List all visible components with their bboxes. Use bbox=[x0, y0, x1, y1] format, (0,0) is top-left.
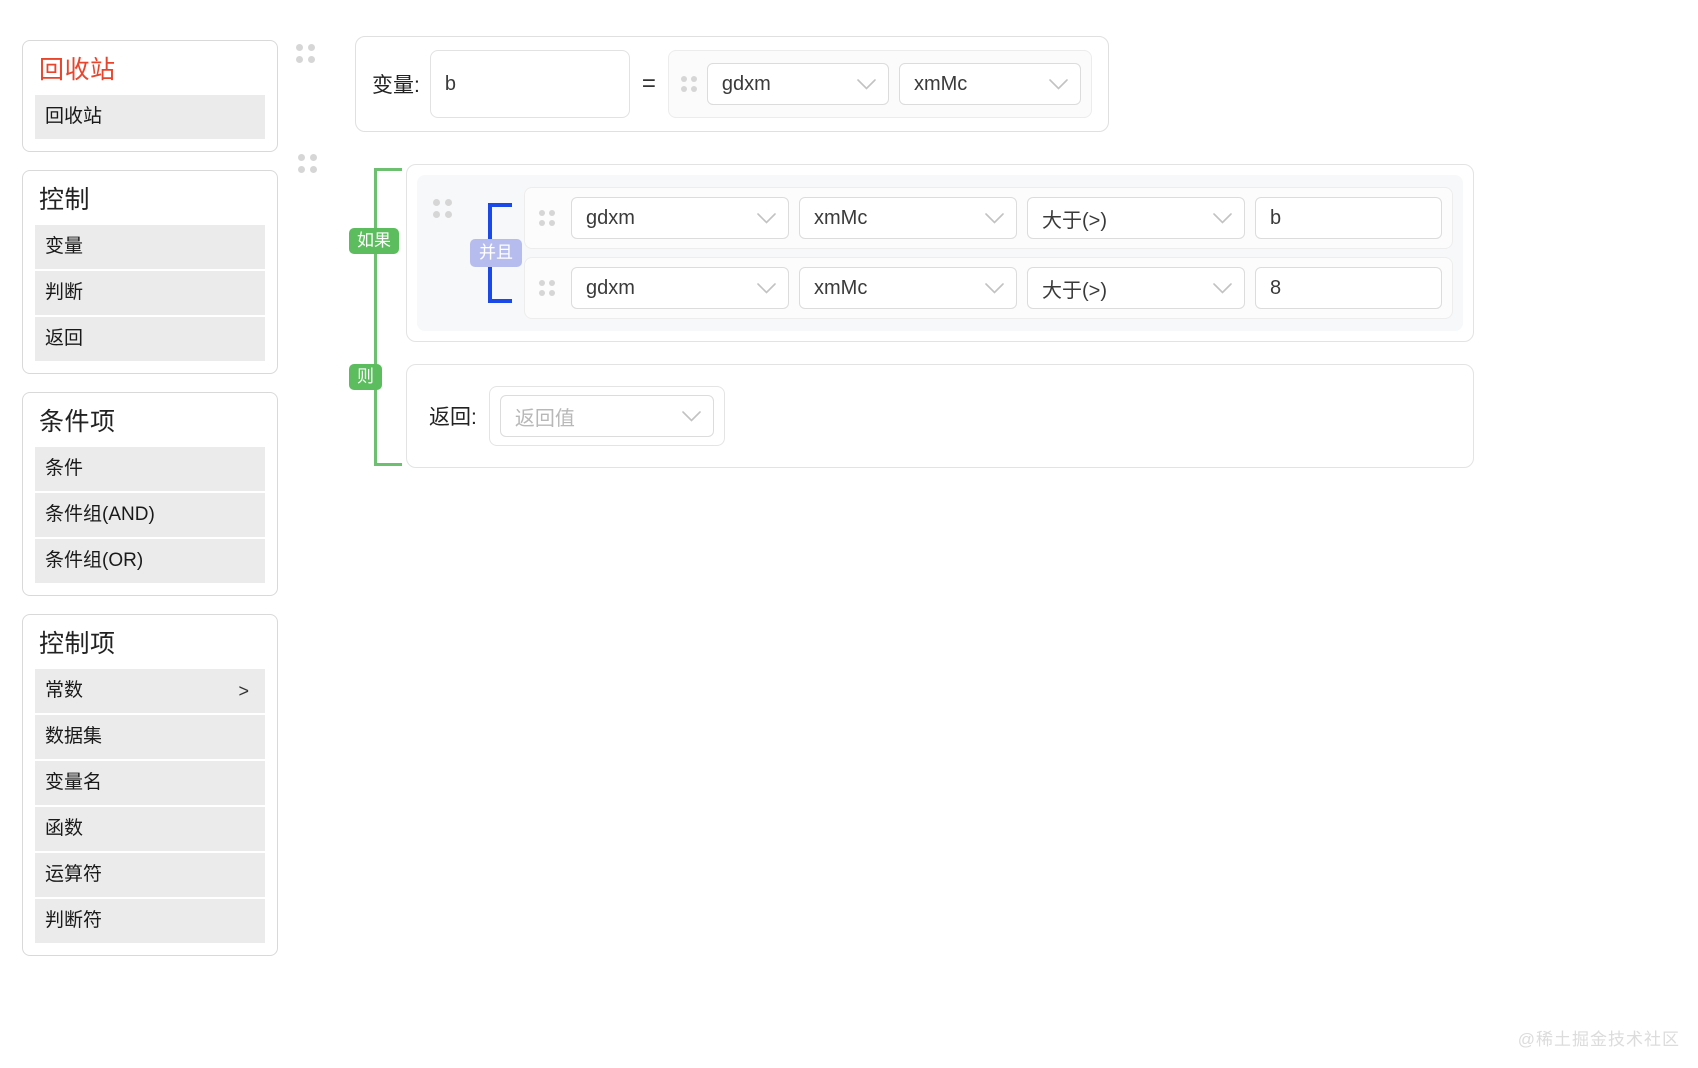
then-badge: 则 bbox=[349, 364, 382, 390]
drag-handle-icon[interactable] bbox=[539, 210, 555, 226]
variable-dataset-select[interactable]: gdxm bbox=[706, 63, 889, 105]
condition-field-select[interactable]: xmMc bbox=[799, 267, 1017, 309]
condition-operator-select[interactable]: 大于(>) bbox=[1027, 197, 1245, 239]
panel-title-conditions: 条件项 bbox=[39, 408, 116, 436]
sidebar-item-label: 变量名 bbox=[45, 772, 103, 793]
equals-sign: = bbox=[641, 70, 656, 97]
chevron-down-icon bbox=[1213, 282, 1232, 294]
sidebar-item-operator[interactable]: 运算符 bbox=[35, 853, 265, 899]
sidebar-panel-control: 控制 变量 判断 返回 bbox=[22, 170, 278, 374]
condition-dataset-select[interactable]: gdxm bbox=[571, 197, 789, 239]
condition-value-input[interactable]: 8 bbox=[1255, 267, 1442, 309]
sidebar-item-label: 条件组(OR) bbox=[45, 550, 144, 571]
chevron-down-icon bbox=[757, 282, 776, 294]
sidebar-panel-conditions: 条件项 条件 条件组(AND) 条件组(OR) bbox=[22, 392, 278, 596]
condition-dataset-value: gdxm bbox=[586, 206, 635, 229]
sidebar-item-label: 条件 bbox=[45, 458, 84, 479]
sidebar-item-function[interactable]: 函数 bbox=[35, 807, 265, 853]
sidebar-item-label: 数据集 bbox=[45, 726, 103, 747]
chevron-down-icon bbox=[985, 282, 1004, 294]
return-value-group: 返回值 bbox=[488, 386, 725, 446]
if-then-bracket bbox=[374, 168, 402, 466]
sidebar-item-label: 函数 bbox=[45, 818, 84, 839]
sidebar-item-constant[interactable]: 常数 > bbox=[35, 669, 265, 715]
sidebar-panel-control-items: 控制项 常数 > 数据集 变量名 函数 运算符 判断符 bbox=[22, 614, 278, 956]
condition-dataset-value: gdxm bbox=[586, 276, 635, 299]
condition-row: gdxm xmMc 大于(>) bbox=[524, 187, 1453, 249]
sidebar-item-return[interactable]: 返回 bbox=[35, 317, 265, 361]
return-value-select[interactable]: 返回值 bbox=[499, 395, 714, 437]
if-badge: 如果 bbox=[349, 228, 399, 254]
variable-expression-group: gdxm xmMc bbox=[667, 50, 1092, 118]
panel-title-control: 控制 bbox=[39, 186, 91, 214]
sidebar: 回收站 回收站 控制 变量 判断 返回 条件项 条件 条件组(AND) bbox=[22, 40, 278, 974]
sidebar-item-condition[interactable]: 条件 bbox=[35, 447, 265, 493]
sidebar-item-condition-group-or[interactable]: 条件组(OR) bbox=[35, 539, 265, 583]
and-badge: 并且 bbox=[470, 239, 522, 267]
sidebar-item-label: 变量 bbox=[45, 236, 84, 257]
sidebar-item-comparator[interactable]: 判断符 bbox=[35, 899, 265, 943]
variable-label: 变量: bbox=[372, 74, 420, 97]
sidebar-item-label: 判断符 bbox=[45, 910, 103, 931]
return-label: 返回: bbox=[429, 406, 477, 429]
chevron-down-icon bbox=[985, 212, 1004, 224]
drag-handle-icon[interactable] bbox=[680, 76, 697, 92]
variable-statement-row: 变量: b = gdxm xmMc bbox=[296, 36, 1109, 132]
sidebar-item-variable-name[interactable]: 变量名 bbox=[35, 761, 265, 807]
sidebar-item-label: 常数 bbox=[45, 680, 84, 701]
sidebar-item-label: 回收站 bbox=[45, 106, 103, 127]
condition-row: gdxm xmMc 大于(>) bbox=[524, 257, 1453, 319]
drag-handle-icon[interactable] bbox=[433, 199, 452, 218]
sidebar-item-label: 运算符 bbox=[45, 864, 103, 885]
chevron-down-icon bbox=[857, 78, 876, 90]
chevron-right-icon: > bbox=[238, 681, 249, 701]
panel-title-control-items: 控制项 bbox=[39, 630, 116, 658]
sidebar-item-recycle-bin[interactable]: 回收站 bbox=[35, 95, 265, 139]
chevron-down-icon bbox=[757, 212, 776, 224]
chevron-down-icon bbox=[1213, 212, 1232, 224]
sidebar-item-label: 判断 bbox=[45, 282, 84, 303]
and-bracket-column: 并且 bbox=[466, 187, 522, 319]
sidebar-item-judge[interactable]: 判断 bbox=[35, 271, 265, 317]
condition-operator-value: 大于(>) bbox=[1042, 209, 1107, 232]
return-value-placeholder: 返回值 bbox=[514, 407, 575, 430]
rule-canvas: 变量: b = gdxm xmMc bbox=[296, 0, 1698, 1068]
condition-operator-select[interactable]: 大于(>) bbox=[1027, 267, 1245, 309]
drag-handle-icon[interactable] bbox=[296, 44, 315, 63]
condition-operator-value: 大于(>) bbox=[1042, 279, 1107, 302]
sidebar-item-label: 条件组(AND) bbox=[45, 504, 155, 525]
variable-name-input[interactable]: b bbox=[429, 50, 630, 118]
drag-handle-icon[interactable] bbox=[298, 154, 317, 173]
condition-field-value: xmMc bbox=[814, 276, 868, 299]
sidebar-item-dataset[interactable]: 数据集 bbox=[35, 715, 265, 761]
chevron-down-icon bbox=[1049, 78, 1068, 90]
watermark: @稀土掘金技术社区 bbox=[1517, 1030, 1680, 1049]
chevron-down-icon bbox=[682, 410, 701, 422]
variable-card: 变量: b = gdxm xmMc bbox=[355, 36, 1109, 132]
variable-field-select[interactable]: xmMc bbox=[898, 63, 1082, 105]
condition-field-select[interactable]: xmMc bbox=[799, 197, 1017, 239]
sidebar-item-variable[interactable]: 变量 bbox=[35, 225, 265, 271]
if-condition-card: 并且 gdxm xmMc bbox=[406, 164, 1474, 342]
variable-dataset-value: gdxm bbox=[721, 72, 771, 95]
sidebar-item-condition-group-and[interactable]: 条件组(AND) bbox=[35, 493, 265, 539]
condition-field-value: xmMc bbox=[814, 206, 868, 229]
sidebar-panel-recycle: 回收站 回收站 bbox=[22, 40, 278, 152]
condition-group-and: 并且 gdxm xmMc bbox=[417, 175, 1463, 331]
condition-dataset-select[interactable]: gdxm bbox=[571, 267, 789, 309]
sidebar-item-label: 返回 bbox=[45, 328, 84, 349]
variable-field-value: xmMc bbox=[913, 72, 968, 95]
panel-title-recycle: 回收站 bbox=[39, 56, 116, 84]
then-return-card: 返回: 返回值 bbox=[406, 364, 1474, 468]
condition-value-input[interactable]: b bbox=[1255, 197, 1442, 239]
condition-rows: gdxm xmMc 大于(>) bbox=[524, 187, 1453, 319]
drag-handle-icon[interactable] bbox=[539, 280, 555, 296]
